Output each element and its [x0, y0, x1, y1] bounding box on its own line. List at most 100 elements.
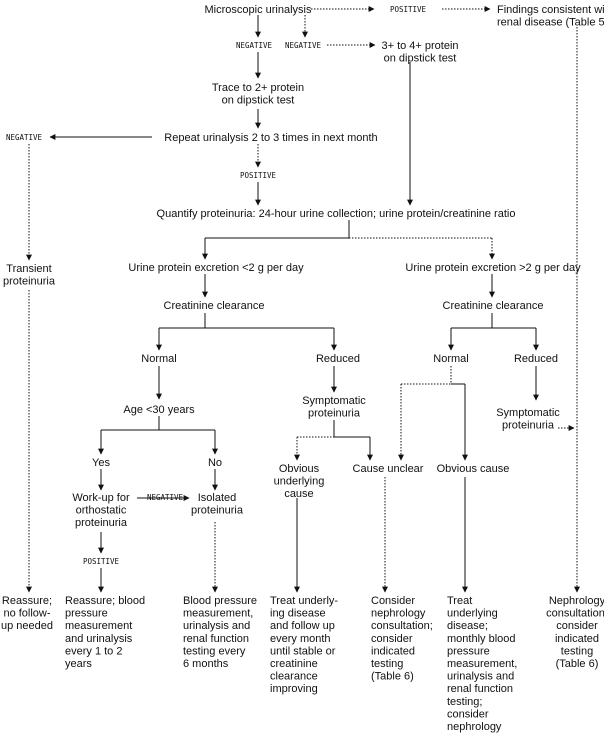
node-line: Age <30 years	[123, 404, 195, 416]
node-obvious-cause: Obvious cause	[437, 463, 510, 475]
node-line: nephrology	[447, 721, 502, 733]
node-line: urinalysis and	[183, 620, 250, 632]
node-no: No	[208, 457, 222, 469]
node-line: pressure	[447, 645, 490, 657]
node-line: indicated	[371, 645, 415, 657]
node-line: monthly blood	[447, 633, 516, 645]
node-excretion-under-2g: Urine protein excretion <2 g per day	[128, 262, 304, 274]
node-repeat-urinalysis: Repeat urinalysis 2 to 3 times in next m…	[164, 132, 377, 144]
node-line: measurement,	[183, 608, 253, 620]
node-line: ing disease	[270, 608, 326, 620]
label-positive-top: POSITIVE	[390, 5, 427, 14]
node-line: consultation;	[546, 608, 604, 620]
node-line: renal disease (Table 5)	[497, 17, 604, 29]
node-line: NEGATIVE	[285, 41, 322, 50]
node-quantify-proteinuria: Quantify proteinuria: 24-hour urine coll…	[157, 208, 516, 220]
node-line: nephrology	[371, 608, 426, 620]
node-line: NEGATIVE	[147, 493, 184, 502]
node-line: proteinuria	[502, 420, 555, 432]
node-age-under-30: Age <30 years	[123, 404, 195, 416]
node-line: renal function	[447, 683, 513, 695]
node-line: on dipstick test	[222, 95, 295, 107]
node-line: Reduced	[316, 353, 360, 365]
node-line: disease;	[447, 620, 488, 632]
node-line: POSITIVE	[83, 557, 120, 566]
node-line: cause	[284, 488, 313, 500]
node-line: Findings consistent with	[497, 4, 604, 16]
node-line: Isolated	[198, 492, 237, 504]
node-reduced-right: Reduced	[514, 353, 558, 365]
node-line: (Table 6)	[556, 658, 599, 670]
node-line: and follow up	[270, 620, 335, 632]
node-line: underlying	[274, 476, 325, 488]
node-line: every 1 to 2	[65, 645, 122, 657]
node-line: underlying	[447, 608, 498, 620]
node-line: consider	[447, 708, 489, 720]
node-line: Transient	[6, 263, 51, 275]
node-line: Normal	[141, 353, 176, 365]
node-line: Quantify proteinuria: 24-hour urine coll…	[157, 208, 516, 220]
node-line: Obvious	[279, 463, 320, 475]
node-normal-left: Normal	[141, 353, 176, 365]
node-line: proteinuria	[191, 505, 244, 517]
node-line: Work-up for	[72, 492, 130, 504]
node-line: Normal	[433, 353, 468, 365]
node-cause-unclear: Cause unclear	[353, 463, 424, 475]
node-line: 3+ to 4+ protein	[381, 40, 458, 52]
node-line: POSITIVE	[390, 5, 427, 14]
node-line: (Table 6)	[371, 671, 414, 683]
node-line: creatinine	[270, 658, 318, 670]
node-line: proteinuria	[75, 517, 128, 529]
node-line: 6 months	[183, 658, 229, 670]
node-line: every month	[270, 633, 331, 645]
node-line: years	[65, 658, 92, 670]
node-line: Treat	[447, 595, 472, 607]
node-microscopic-urinalysis: Microscopic urinalysis	[205, 4, 312, 16]
node-line: measurement,	[447, 658, 517, 670]
node-line: improving	[270, 683, 318, 695]
node-creatinine-clearance-right: Creatinine clearance	[443, 300, 544, 312]
node-line: and urinalysis	[65, 633, 133, 645]
node-line: Reassure;	[2, 595, 52, 607]
node-line: Microscopic urinalysis	[205, 4, 312, 16]
node-line: Urine protein excretion <2 g per day	[128, 262, 304, 274]
label-positive-low: POSITIVE	[83, 557, 120, 566]
node-line: measurement	[65, 620, 132, 632]
connectors	[26, 6, 580, 593]
node-line: Reduced	[514, 353, 558, 365]
node-line: testing;	[447, 696, 482, 708]
node-line: Reassure; blood	[65, 595, 145, 607]
node-line: Creatinine clearance	[443, 300, 544, 312]
node-line: testing	[561, 645, 593, 657]
node-line: Obvious cause	[437, 463, 510, 475]
node-line: renal function	[183, 633, 249, 645]
node-line: on dipstick test	[384, 53, 457, 65]
node-line: Consider	[371, 595, 415, 607]
node-line: pressure	[65, 608, 108, 620]
node-line: testing every	[183, 645, 246, 657]
node-line: no follow-	[3, 608, 50, 620]
label-negative-workup: NEGATIVE	[147, 493, 184, 502]
node-line: Yes	[92, 457, 110, 469]
node-line: proteinuria	[308, 408, 361, 420]
node-line: Blood pressure	[183, 595, 257, 607]
label-negative-left: NEGATIVE	[6, 133, 43, 142]
node-normal-right: Normal	[433, 353, 468, 365]
label-negative-2: NEGATIVE	[285, 41, 322, 50]
node-line: consider	[371, 633, 413, 645]
node-reduced-left: Reduced	[316, 353, 360, 365]
